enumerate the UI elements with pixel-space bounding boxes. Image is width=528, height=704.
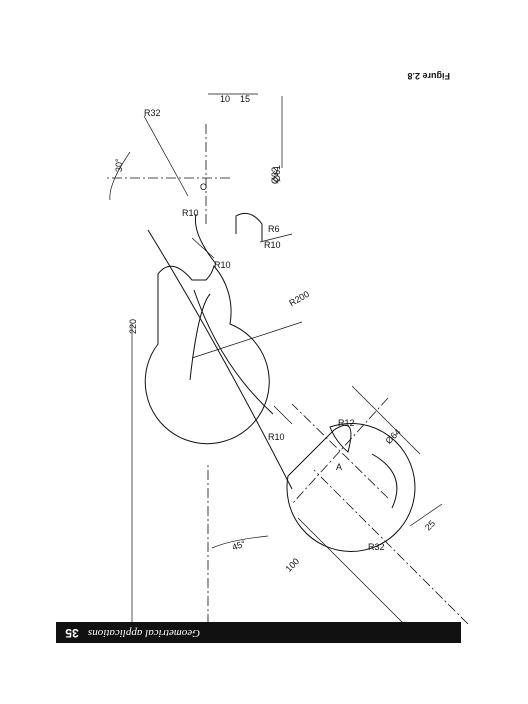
outline-bottom-lobe: [371, 453, 398, 509]
label-r12: R12: [338, 418, 355, 428]
label-r32-top: R32: [144, 108, 161, 118]
outline-bottom-boss: [286, 422, 416, 552]
angle-arc-45: [211, 535, 269, 549]
label-30: 30°: [114, 158, 124, 172]
label-dia61: Ø61: [272, 165, 282, 182]
label-point-a: A: [336, 462, 342, 472]
label-100: 100: [284, 556, 302, 574]
label-dia64: Ø64: [384, 427, 403, 446]
dim-line-100: [297, 517, 419, 639]
label-dia32: Ø32: [270, 167, 280, 184]
label-r6: R6: [268, 224, 280, 234]
outline-arm-lower: [147, 229, 293, 490]
centerline-a-cross: [291, 403, 389, 499]
centerline-45: [313, 469, 469, 625]
dim-line-r10-d: [273, 405, 293, 425]
label-220: 220: [128, 319, 138, 334]
label-r10-c: R10: [214, 260, 231, 270]
label-r32-bottom: R32: [368, 542, 385, 552]
label-r200: R200: [287, 289, 311, 308]
outline-arm-inner: [193, 289, 274, 415]
outline-arm-curve: [194, 213, 217, 265]
centerline-a-diag: [291, 397, 389, 505]
label-15: 15: [240, 94, 250, 104]
label-r10-d: R10: [268, 432, 285, 442]
dim-line-r200: [191, 321, 303, 359]
label-25: 25: [423, 518, 437, 532]
label-45: 45°: [231, 538, 248, 552]
dim-line-r10-c: [191, 237, 215, 259]
dim-line-dia64: [351, 385, 421, 455]
dim-line-r32-top: [143, 115, 189, 197]
label-point-o: O: [200, 182, 207, 192]
outline-arm-outer: [189, 293, 211, 381]
outline-lug: [235, 212, 263, 241]
angle-arc-30: [109, 151, 131, 201]
dim-line-r6: [259, 233, 293, 243]
dim-line-25: [409, 503, 443, 527]
label-r10-a: R10: [182, 208, 199, 218]
label-r10-b: R10: [264, 240, 281, 250]
outline-top-boss: [144, 264, 270, 445]
label-10: 10: [220, 94, 230, 104]
